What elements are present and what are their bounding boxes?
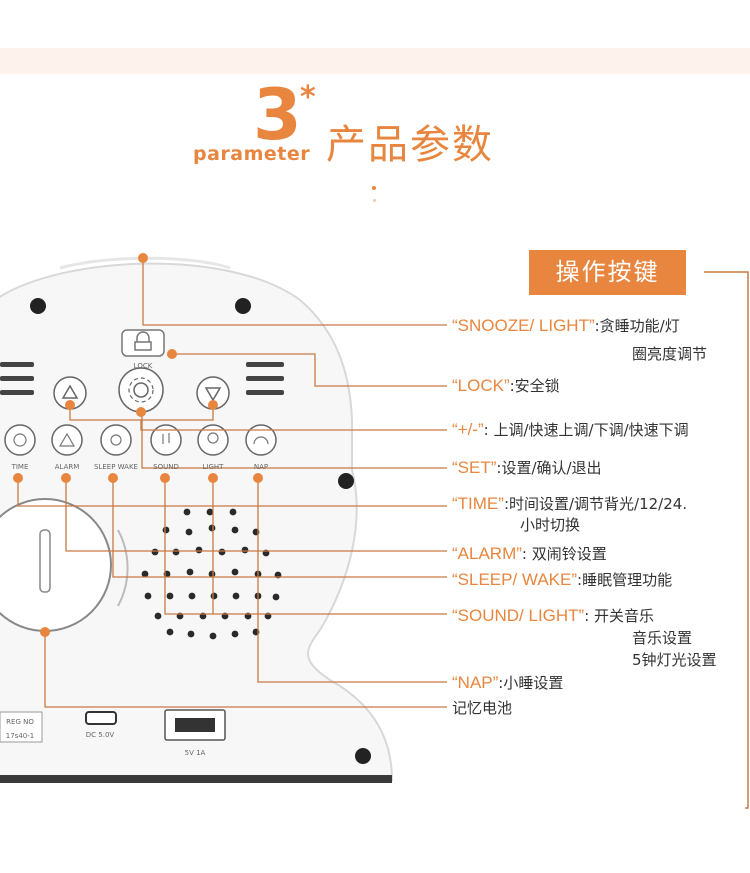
callout-time-extra: 小时切换 <box>520 516 581 534</box>
device-label-nap: NAP <box>254 463 268 471</box>
callout-key: “+/-” <box>452 420 484 439</box>
device-label-light: LIGHT <box>203 463 225 471</box>
callout-key: “SNOOZE/ LIGHT” <box>452 316 595 335</box>
callout-key: “TIME” <box>452 494 504 513</box>
device-label-sleep-wake: SLEEP WAKE <box>94 463 138 471</box>
callout-text: 记忆电池 <box>452 699 513 717</box>
callout-sound-light: “SOUND/ LIGHT”: 开关音乐 <box>452 605 654 627</box>
callout-key: “ALARM” <box>452 544 522 563</box>
callout-snooze-extra: 圈亮度调节 <box>632 345 708 363</box>
callout-text: :时间设置/调节背光/12/24. <box>503 495 688 513</box>
callout-lock: “LOCK”:安全锁 <box>452 375 560 397</box>
title-chinese: 产品参数 <box>326 122 494 168</box>
title-english: parameter <box>193 143 311 165</box>
callout-snooze-light: “SNOOZE/ LIGHT”:贪睡功能/灯 <box>452 315 680 337</box>
device-label-sound: SOUND <box>153 463 179 471</box>
callout-key: “NAP” <box>452 673 499 692</box>
callout-plus-minus: “+/-”: 上调/快速上调/下调/快速下调 <box>452 419 689 441</box>
callout-key: “SOUND/ LIGHT” <box>452 606 585 625</box>
callout-memory-battery: 记忆电池 <box>452 697 512 719</box>
callout-text: :贪睡功能/灯 <box>594 317 680 335</box>
callout-time: “TIME”:时间设置/调节背光/12/24. <box>452 493 687 515</box>
top-band <box>0 48 750 74</box>
callout-text: : 上调/快速上调/下调/快速下调 <box>483 421 689 439</box>
star-mark: * <box>300 80 316 115</box>
callout-alarm: “ALARM”: 双闹铃设置 <box>452 543 607 565</box>
port-label-dc: DC 5.0V <box>86 731 115 739</box>
callout-text: :睡眠管理功能 <box>577 571 673 589</box>
callout-text: : 开关音乐 <box>584 607 655 625</box>
callout-sound-extra: 音乐设置 <box>632 629 693 647</box>
callout-set: “SET”:设置/确认/退出 <box>452 457 602 479</box>
callout-key: “LOCK” <box>452 376 510 395</box>
callout-text: :设置/确认/退出 <box>496 459 602 477</box>
callout-sound-extra2: 5钟灯光设置 <box>632 651 717 669</box>
callout-key: “SLEEP/ WAKE” <box>452 570 578 589</box>
port-reg-number: 17s40-1 <box>6 732 34 740</box>
decor-dot <box>372 186 376 190</box>
device-label-time: TIME <box>11 463 29 471</box>
callout-nap: “NAP”:小睡设置 <box>452 672 563 694</box>
decor-dot <box>373 199 376 202</box>
operation-keys-title: 操作按键 <box>529 250 686 295</box>
callout-text: :安全锁 <box>509 377 560 395</box>
callout-key: “SET” <box>452 458 497 477</box>
port-label-reg: REG NO <box>6 718 34 726</box>
callout-sleep-wake: “SLEEP/ WAKE”:睡眠管理功能 <box>452 569 672 591</box>
port-label-usb: 5V 1A <box>185 749 206 757</box>
lock-label: LOCK <box>134 362 153 370</box>
callout-text: : 双闹铃设置 <box>521 545 607 563</box>
callout-text: :小睡设置 <box>498 674 564 692</box>
section-number: 3 <box>253 74 302 156</box>
device-label-alarm: ALARM <box>55 463 80 471</box>
